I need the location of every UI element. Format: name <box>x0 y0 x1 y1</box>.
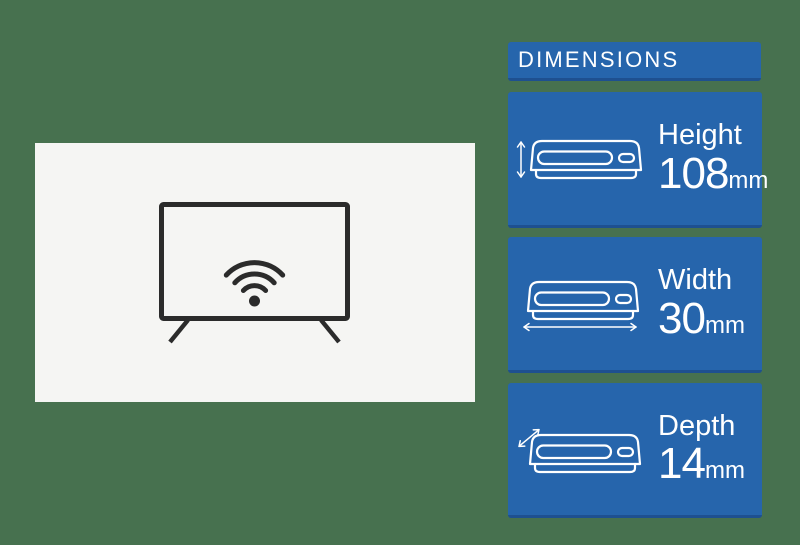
height-arrow <box>516 140 526 178</box>
tv-right-leg <box>319 318 341 343</box>
dimension-value: 14mm <box>658 439 745 489</box>
tv-screen-outline <box>159 201 350 321</box>
dimension-number: 108 <box>658 148 729 198</box>
dimension-number: 14 <box>658 439 706 489</box>
dimension-number: 30 <box>658 293 706 343</box>
set-top-box-width-arrow-icon <box>516 276 648 332</box>
dimension-value: 108mm <box>658 148 769 198</box>
dimension-unit: mm <box>704 457 745 485</box>
tv-wifi-icon <box>159 201 350 343</box>
dimension-card-depth: Depth 14mm <box>508 383 762 518</box>
dimension-unit: mm <box>728 166 769 194</box>
dimension-label: Height <box>658 119 742 152</box>
dimension-unit: mm <box>704 311 745 339</box>
width-arrow <box>523 322 637 331</box>
tv-left-leg <box>168 318 190 343</box>
wifi-dot <box>249 295 260 306</box>
dimension-card-width: Width 30mm <box>508 237 762 373</box>
depth-arrow <box>518 428 540 448</box>
set-top-box-height-arrow-icon <box>516 131 648 187</box>
dimension-value: 30mm <box>658 293 745 343</box>
set-top-box-depth-arrow-icon <box>516 421 648 477</box>
dimension-label: Depth <box>658 409 736 442</box>
product-image-panel <box>35 143 475 402</box>
dimensions-header: DIMENSIONS <box>508 42 761 81</box>
dimensions-header-label: DIMENSIONS <box>518 47 680 72</box>
wifi-icon <box>223 259 286 293</box>
dimension-card-height: Height 108mm <box>508 92 768 228</box>
dimension-label: Width <box>658 264 733 297</box>
